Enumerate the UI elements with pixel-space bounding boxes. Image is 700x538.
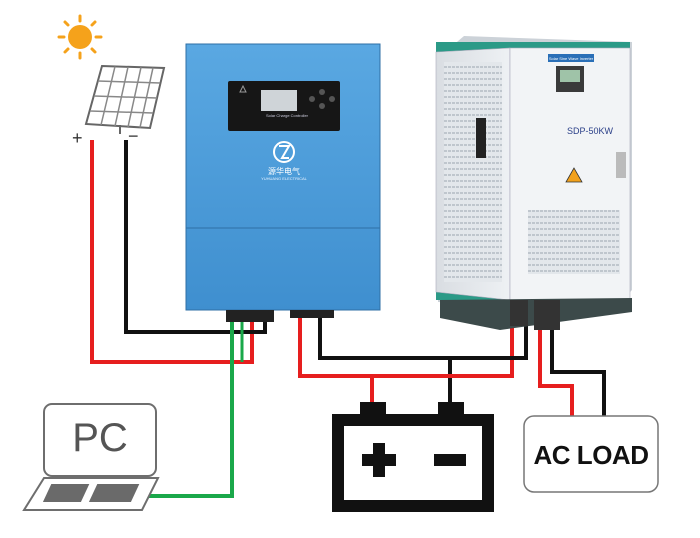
brand-logo bbox=[273, 141, 295, 163]
pc-label: PC bbox=[72, 416, 128, 460]
inverter-negative-wire bbox=[450, 326, 528, 360]
charge-controller bbox=[185, 43, 381, 322]
ac-load-label: AC LOAD bbox=[533, 439, 649, 470]
wiring bbox=[90, 140, 606, 498]
data-cable bbox=[144, 310, 234, 498]
inverter bbox=[435, 36, 632, 330]
battery-icon bbox=[332, 402, 494, 512]
inverter-positive-wire bbox=[372, 326, 514, 378]
controller-positive-wire bbox=[298, 312, 374, 402]
inverter-model-label: SDP-50KW bbox=[566, 126, 613, 136]
panel-positive-wire bbox=[90, 140, 254, 364]
panel-negative-label: − bbox=[128, 126, 139, 146]
pc-laptop-icon bbox=[22, 403, 160, 511]
controller-name-plate: Solar Charge Controller bbox=[265, 113, 309, 118]
ac-load-red-wire bbox=[538, 330, 574, 416]
sun-icon bbox=[57, 14, 103, 60]
ac-load-black-wire bbox=[550, 330, 606, 416]
controller-negative-wire bbox=[318, 312, 452, 402]
panel-positive-label: + bbox=[72, 128, 83, 148]
controller-brand-cn: 源华电气 bbox=[268, 167, 300, 176]
controller-brand-en: YUHUANG ELECTRICAL bbox=[261, 176, 307, 181]
inverter-name-plate: Solar Sine Wave Inverter bbox=[548, 56, 594, 61]
solar-panel-icon bbox=[84, 64, 166, 134]
ac-load-box bbox=[523, 415, 659, 493]
